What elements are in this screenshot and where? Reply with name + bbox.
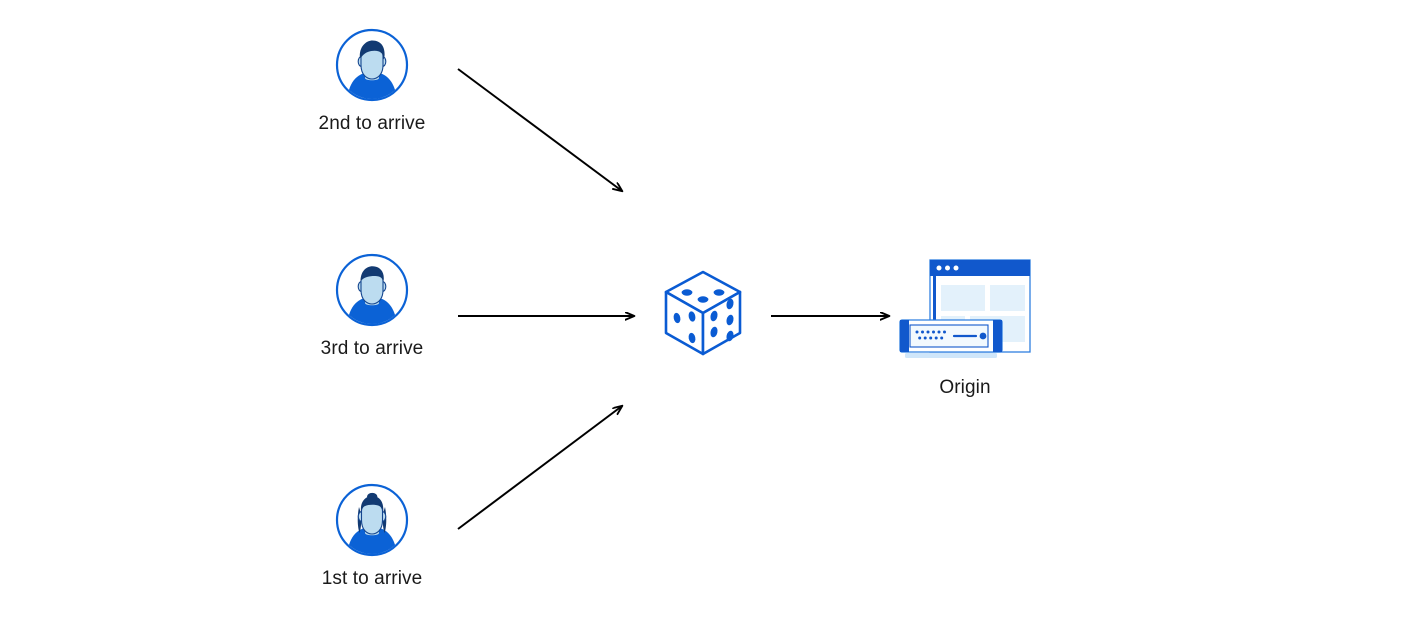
user-avatar-short-hair-icon [335,28,409,102]
node-label-client-3rd: 3rd to arrive [320,338,424,359]
user-avatar-long-hair-icon [335,483,409,557]
node-label-client-2nd: 2nd to arrive [318,113,426,134]
dice-cube-icon [661,268,745,358]
node-label-origin: Origin [939,377,991,398]
node-randomizer[interactable] [661,268,745,358]
node-origin[interactable]: Origin [896,258,1036,398]
connector-1st-to-dice [457,406,622,530]
origin-server-browser-icon [896,258,1036,370]
node-label-client-1st: 1st to arrive [321,568,423,589]
user-avatar-short-hair-icon [335,253,409,327]
